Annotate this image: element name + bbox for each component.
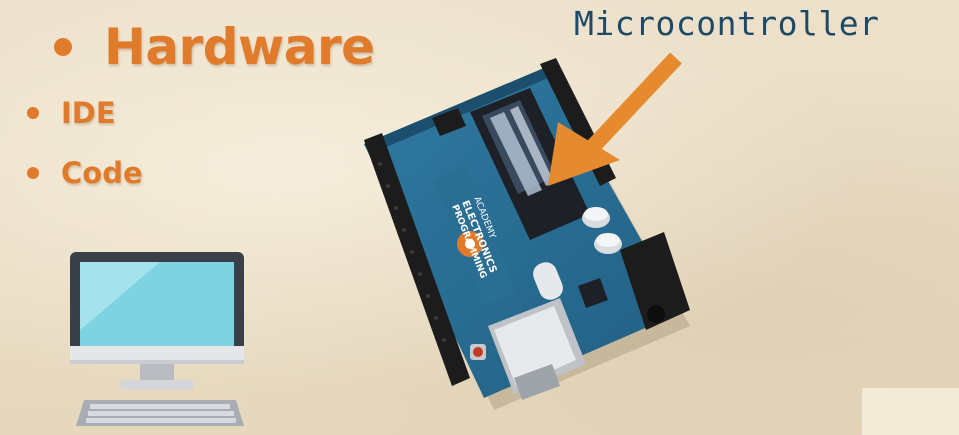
- bullet-dot-icon: [27, 107, 39, 119]
- corner-patch: [862, 388, 959, 435]
- bullet-hardware-text: Hardware: [104, 18, 375, 76]
- bullet-code-text: Code: [61, 156, 143, 190]
- bullet-ide-text: IDE: [61, 96, 116, 130]
- bullet-dot-icon: [27, 167, 39, 179]
- bullet-code: Code: [27, 156, 143, 190]
- microcontroller-label: Microcontroller: [574, 4, 880, 43]
- bullet-dot-icon: [54, 38, 72, 56]
- bullet-hardware: Hardware: [54, 18, 375, 76]
- bullet-ide: IDE: [27, 96, 116, 130]
